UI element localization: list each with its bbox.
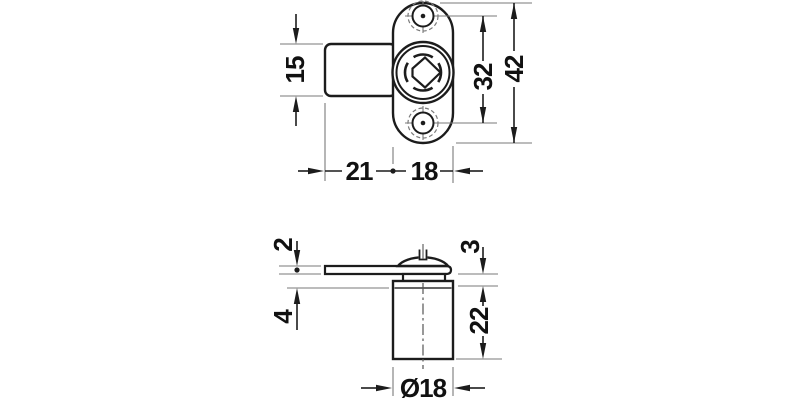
dim-2: 2	[268, 238, 321, 275]
dim-42: 42	[440, 2, 532, 144]
front-cylinder-body	[323, 42, 398, 98]
square-spindle-hole	[411, 56, 443, 89]
dim-label-2: 2	[268, 238, 298, 252]
dim-21-18: 21 18	[298, 103, 483, 186]
boss-inner-circle	[395, 45, 451, 100]
dim-3: 3	[455, 240, 498, 287]
side-view: 2 4 3 22	[268, 238, 502, 400]
screw-hole-top	[405, 0, 441, 33]
dim-label-3: 3	[455, 240, 485, 254]
dim-label-21: 21	[346, 156, 373, 186]
dim-32: 32	[440, 15, 498, 124]
front-view: 15 32 42	[280, 0, 532, 186]
dim-chain-dot	[390, 168, 396, 174]
dim-label-32: 32	[468, 63, 498, 90]
dim-22: 22	[456, 286, 502, 360]
dim-label-4: 4	[268, 309, 298, 324]
dim-15: 15	[280, 14, 323, 126]
dim-label-22: 22	[464, 307, 494, 334]
dim-label-18: 18	[411, 156, 438, 186]
dim-label-dia-18: Ø18	[400, 373, 447, 400]
button-slot	[418, 249, 428, 261]
screw-hole-bottom	[405, 106, 441, 140]
dim-dia-18: Ø18	[361, 367, 485, 400]
dim-4: 4	[268, 287, 389, 330]
dim-label-15: 15	[280, 56, 310, 83]
dim-label-42: 42	[499, 55, 529, 82]
